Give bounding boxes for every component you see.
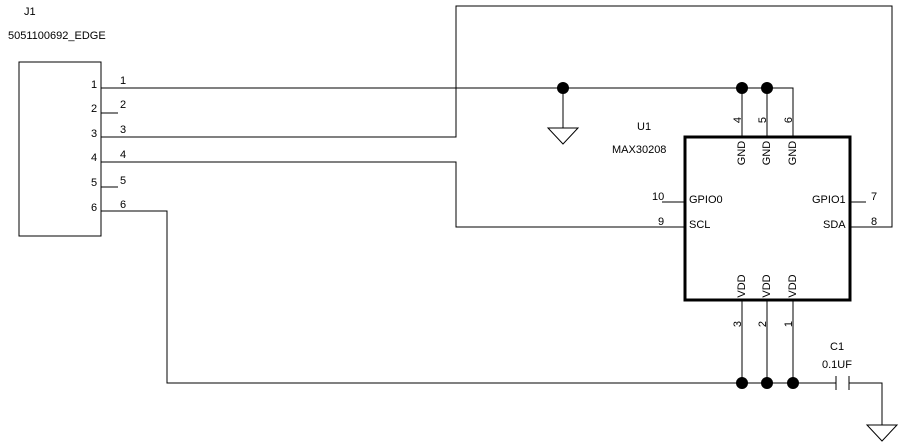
j1-refdes: J1 <box>24 6 36 18</box>
wire-net-1-gnd <box>101 87 794 137</box>
j1-pin-3-number: 3 <box>91 128 97 140</box>
u1-pin-name-vdd: VDD <box>761 274 773 297</box>
u1-pin-number-gpio0: 10 <box>652 191 664 203</box>
u1-bottom-pin-number: 1 <box>783 321 795 327</box>
c1-value: 0.1UF <box>822 359 852 371</box>
u1-pin-name-gnd: GND <box>761 141 773 166</box>
u1-part-number: MAX30208 <box>612 144 666 156</box>
c1-refdes: C1 <box>830 341 844 353</box>
j1-pin-5-number: 5 <box>91 177 97 189</box>
u1-bottom-pin-number: 2 <box>757 321 769 327</box>
u1-pin-name-gpio1: GPIO1 <box>812 194 846 206</box>
u1-pin-name-gnd: GND <box>736 141 748 166</box>
ground-symbol-icon <box>865 424 899 442</box>
u1-pin-name-vdd: VDD <box>736 274 748 297</box>
junction-dot <box>761 377 773 389</box>
u1-top-pin-number: 4 <box>732 117 744 123</box>
wire-net-6-vdd <box>101 210 836 384</box>
j1-pin-4-number: 4 <box>91 152 97 164</box>
j1-part-number: 5051100692_EDGE <box>8 30 106 42</box>
wire-net-3-sda <box>101 5 893 228</box>
u1-refdes: U1 <box>637 121 651 133</box>
junction-dot <box>736 82 748 94</box>
j1-net-5: 5 <box>120 175 126 187</box>
u1-pin-name-sda: SDA <box>823 219 846 231</box>
j1-net-1: 1 <box>120 75 126 87</box>
j1-body <box>18 61 102 237</box>
j1-net-3: 3 <box>120 124 126 136</box>
u1-body <box>683 135 852 302</box>
u1-pin-name-scl: SCL <box>689 219 710 231</box>
u1-pin-number-sda: 8 <box>871 216 877 228</box>
wire-net-4-scl <box>101 161 685 228</box>
u1-pin-number-gpio1: 7 <box>871 191 877 203</box>
j1-net-6: 6 <box>120 199 126 211</box>
u1-top-pin-number: 6 <box>783 117 795 123</box>
junction-dot <box>787 377 799 389</box>
u1-pin-name-gpio0: GPIO0 <box>689 194 723 206</box>
ground-symbol-icon <box>546 127 580 145</box>
wire-cap-to-ground <box>849 382 883 425</box>
u1-top-pin-number: 5 <box>757 117 769 123</box>
j1-net-4: 4 <box>120 149 126 161</box>
u1-bottom-pin-number: 3 <box>732 321 744 327</box>
junction-dot <box>761 82 773 94</box>
j1-pin-2-number: 2 <box>91 103 97 115</box>
junction-dot <box>736 377 748 389</box>
junction-dot <box>557 82 569 94</box>
u1-pin-name-vdd: VDD <box>787 274 799 297</box>
u1-pin-number-scl: 9 <box>658 216 664 228</box>
j1-net-2: 2 <box>120 99 126 111</box>
u1-pin-name-gnd: GND <box>787 141 799 166</box>
j1-pin-6-number: 6 <box>91 202 97 214</box>
j1-pin-1-number: 1 <box>91 79 97 91</box>
